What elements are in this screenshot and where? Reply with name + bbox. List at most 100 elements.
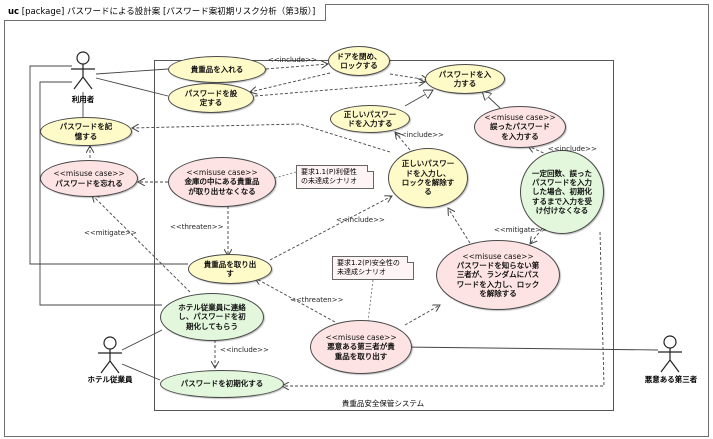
uc-line: ロックを解除す xyxy=(401,178,455,187)
note-req-1-2: 要求1.2(P)安全性の 未達成シナリオ xyxy=(332,256,414,280)
uc-line: 期化してもらう xyxy=(186,321,238,331)
label-include: <<include>> xyxy=(220,346,269,354)
stereotype-label: <<misuse case>> xyxy=(53,169,125,179)
uc-remember-password[interactable]: パスワードを記 憶する xyxy=(40,117,132,146)
uc-line: ホテル従業員に連絡 xyxy=(178,302,246,312)
hotel-staff-actor-icon xyxy=(98,336,122,374)
uc-line: ワードを入力し、ロック xyxy=(456,279,540,289)
uc-line: 一定回数、誤った xyxy=(532,168,592,178)
label-include: <<include>> xyxy=(548,145,597,153)
uc-line: 誤ったパスワード xyxy=(490,122,550,132)
stereotype-label: <<misuse case>> xyxy=(462,251,534,261)
label-include: <<include>> xyxy=(268,56,317,64)
dep-contact-forget xyxy=(92,195,191,293)
uc-line: 憶する xyxy=(74,131,98,141)
assoc-attacker-theft xyxy=(401,346,659,351)
stereotype-label: <<misuse case>> xyxy=(325,332,397,342)
note-req-1-1: 要求1.1(P)利便性 の未達成シナリオ xyxy=(296,165,374,189)
uc-line: し、パスワードを初 xyxy=(178,312,246,322)
uc-line: す xyxy=(226,269,234,278)
uc-close-lock[interactable]: ドアを閉め、 ロックする xyxy=(328,46,390,76)
dep-unlock-remember xyxy=(132,123,391,153)
uc-line: 悪意ある第三者が貴 xyxy=(327,342,395,352)
mc-theft[interactable]: <<misuse case>> 悪意ある第三者が貴 重品を取り出す xyxy=(310,320,412,374)
uc-line: る xyxy=(424,187,432,197)
mc-forget-password[interactable]: <<misuse case>> パスワードを忘れる xyxy=(40,160,138,197)
assoc-user-set xyxy=(95,77,169,97)
uc-set-password[interactable]: パスワードを設 定する xyxy=(168,83,254,113)
uc-line: パスワードを入 xyxy=(438,69,492,79)
uc-line: ロックする xyxy=(340,61,378,70)
stereotype-label: <<misuse case>> xyxy=(484,112,556,122)
assoc-staff-contact xyxy=(121,329,163,351)
system-name: 貴重品安全保管システム xyxy=(341,399,425,408)
dep-lockout-wrong xyxy=(528,146,549,156)
uc-line: ドを入力する xyxy=(347,119,393,128)
uc-line: ドアを閉め、 xyxy=(336,51,382,61)
label-threaten: <<threaten>> xyxy=(170,223,224,231)
mc-enter-wrong-password[interactable]: <<misuse case>> 誤ったパスワード を入力する xyxy=(474,106,566,148)
uc-line: 定する xyxy=(199,98,223,107)
uc-line: を入力する xyxy=(501,131,539,141)
uc-reset-password[interactable]: パスワードを初期化する xyxy=(160,370,284,398)
dep-random-unlock xyxy=(448,208,471,244)
uc-line: 力する xyxy=(453,79,477,88)
dep-store-close xyxy=(265,64,328,70)
uc-line: ドを入力し、 xyxy=(405,168,451,178)
label-include: <<include>> xyxy=(336,216,385,224)
dep-lockout-random xyxy=(530,224,546,244)
uc-line: 貴重品を取り出 xyxy=(203,259,257,269)
assoc-user-store xyxy=(95,68,169,75)
uc-line: 金庫の中にある貴重品 xyxy=(184,177,260,187)
diagram-keyword: uc xyxy=(8,7,20,17)
uc-line: を解除する xyxy=(479,289,517,299)
uc-line: した場合、初期化 xyxy=(532,187,592,197)
uc-line: 重品を取り出す xyxy=(334,351,388,361)
uc-enter-correct-password[interactable]: 正しいパスワー ドを入力する xyxy=(330,105,410,133)
uc-line: パスワードを設 xyxy=(184,88,238,98)
uc-line: け付けなくなる xyxy=(535,206,589,216)
label-mitigate: <<mitigate>> xyxy=(494,226,547,234)
assoc-user-contact xyxy=(39,81,162,306)
uc-enter-password[interactable]: パスワードを入 力する xyxy=(425,64,505,94)
dep-theft-random xyxy=(404,305,440,326)
assoc-staff-reset xyxy=(121,363,161,381)
uc-store-valuables[interactable]: 貴重品を入れる xyxy=(168,56,266,83)
label-mitigate: <<mitigate>> xyxy=(84,229,137,237)
gen-wrong-enter xyxy=(482,91,501,109)
uc-line: 正しいパスワー xyxy=(343,109,397,119)
mc-cannot-retrieve[interactable]: <<misuse case>> 金庫の中にある貴重品 が取り出せなくなる xyxy=(168,157,276,207)
assoc-user-retrieve xyxy=(29,65,188,265)
attacker-actor-icon xyxy=(658,335,682,373)
note-anchor-1-1 xyxy=(274,171,297,179)
dep-close-enter xyxy=(389,73,428,80)
note-anchor-1-2 xyxy=(367,279,374,323)
diagram-title-text: [package] パスワードによる設計案 [パスワード案初期リスク分析（第3版… xyxy=(21,7,316,17)
dep-close-set xyxy=(250,72,331,92)
label-include: <<include>> xyxy=(395,131,444,139)
uc-line: パスワードを初期化する xyxy=(180,379,264,389)
uc-line: パスワードを入力 xyxy=(532,177,592,187)
mc-random-unlock[interactable]: <<misuse case>> パスワードを知らない第 三者が、ランダムにパス … xyxy=(436,240,560,310)
uc-lockout[interactable]: 一定回数、誤った パスワードを入力 した場合、初期化 するまで入力を受 け付けな… xyxy=(520,150,604,234)
uc-line: パスワードを知らない第 xyxy=(456,260,540,270)
uc-line: 貴重品を入れる xyxy=(190,64,244,74)
dep-theft-retrieve xyxy=(255,278,336,323)
label-threaten: <<threaten>> xyxy=(290,296,344,304)
uc-contact-staff[interactable]: ホテル従業員に連絡 し、パスワードを初 期化してもらう xyxy=(160,293,264,341)
attacker-actor-label: 悪意ある第三者 xyxy=(644,375,698,384)
dep-set-enter xyxy=(254,82,425,97)
uc-unlock[interactable]: 正しいパスワー ドを入力し、 ロックを解除す る xyxy=(388,148,468,208)
uc-line: パスワードを忘れる xyxy=(55,178,123,188)
uc-line: パスワードを記 xyxy=(59,122,113,132)
user-actor-icon xyxy=(71,51,95,90)
uc-line: するまで入力を受 xyxy=(532,196,592,206)
uc-line: が取り出せなくなる xyxy=(188,186,256,196)
uc-retrieve-valuables[interactable]: 貴重品を取り出 す xyxy=(188,254,272,284)
dep-unlock-correct xyxy=(395,132,411,151)
hotel-staff-actor-label: ホテル従業員 xyxy=(87,375,133,384)
gen-correct-enter xyxy=(404,90,433,107)
dep-retrieve-unlock xyxy=(269,196,392,261)
uc-line: 正しいパスワー xyxy=(401,159,455,169)
